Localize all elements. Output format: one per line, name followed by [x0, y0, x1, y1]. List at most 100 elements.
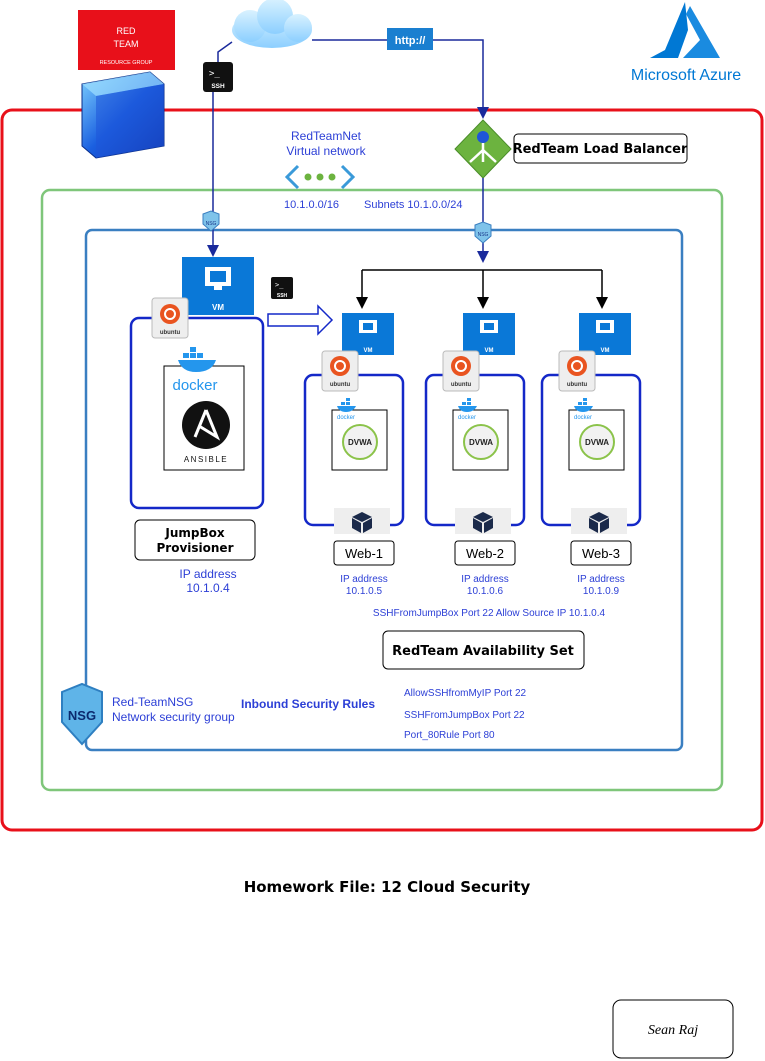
jumpbox-ip-label: IP address	[179, 567, 236, 581]
dvwa-label: DVWA	[585, 438, 609, 447]
nsg-badge-text: NSG	[206, 221, 217, 227]
package-icon	[571, 508, 627, 534]
vnet-subnet: Subnets 10.1.0.0/24	[364, 199, 462, 211]
ubuntu-label: ubuntu	[567, 382, 588, 388]
web-name-box	[570, 540, 632, 566]
web-name: Web-2	[466, 546, 504, 561]
web-ip-label: IP address	[340, 574, 388, 585]
nsg-name: Red-TeamNSG	[112, 695, 193, 709]
ssh-terminal-icon: >_ SSH	[203, 62, 233, 92]
package-icon	[334, 508, 390, 534]
azure-logo-label: Microsoft Azure	[631, 67, 741, 84]
resource-group-logo-line1: RED	[116, 26, 136, 36]
web-ip-value: 10.1.0.9	[583, 586, 620, 597]
jumpbox-container	[129, 316, 265, 510]
web-ip-value: 10.1.0.5	[346, 586, 383, 597]
ubuntu-label: ubuntu	[451, 382, 472, 388]
web-inner-box	[452, 409, 509, 471]
http-to-load-balancer-connector	[433, 39, 489, 119]
load-balancer-label: RedTeam Load Balancer	[513, 142, 688, 157]
jumpbox-title-line2: Provisioner	[157, 541, 234, 555]
web-vm-label: VM	[601, 348, 610, 354]
load-balancer-label-box	[513, 133, 688, 164]
vnet-boundary	[40, 188, 724, 792]
ubuntu-label: ubuntu	[160, 330, 181, 336]
nsg-shield-icon: NSG	[474, 221, 492, 244]
vnet-address-space: 10.1.0.0/16	[284, 199, 339, 211]
web-server-2: VM ubuntu docker DVWA Web-2 IP address 1…	[424, 313, 526, 597]
http-badge: http://	[387, 28, 433, 50]
jumpbox-ip-value: 10.1.0.4	[186, 581, 230, 595]
docker-icon: docker	[574, 398, 593, 421]
http-badge-label: http://	[395, 35, 426, 47]
internet-cloud-icon	[232, 0, 312, 48]
nsg-shield-icon: NSG	[61, 682, 103, 746]
nsg-shield-text: NSG	[68, 708, 96, 723]
jumpbox-title-line1: JumpBox	[164, 526, 224, 540]
azure-logo: Microsoft Azure	[631, 2, 741, 84]
ssh-badge-label: SSH	[211, 83, 225, 90]
nsg-type: Network security group	[112, 710, 235, 724]
nsg-rule: AllowSSHfromMyIP Port 22	[404, 688, 527, 699]
author-name: Sean Raj	[648, 1023, 698, 1038]
web-server-3: VM ubuntu docker DVWA Web-3 IP address 1…	[540, 313, 642, 597]
web-inner-box	[331, 409, 388, 471]
web-ip-label: IP address	[461, 574, 509, 585]
jumpbox-vm-icon: VM	[182, 257, 254, 315]
availability-set-box	[382, 630, 585, 670]
nsg-shield-icon: NSG	[202, 210, 220, 232]
web-name-box	[454, 540, 516, 566]
nsg-rule: Port_80Rule Port 80	[404, 730, 495, 741]
nsg-badge-text: NSG	[478, 232, 489, 238]
docker-label: docker	[172, 377, 217, 394]
web-server-1: VM ubuntu docker DVWA Web-1 IP address 1…	[303, 313, 405, 597]
subnet-boundary	[84, 228, 684, 752]
virtual-network-icon	[284, 164, 356, 190]
dvwa-icon: DVWA	[342, 424, 378, 460]
ubuntu-icon: ubuntu	[151, 297, 189, 339]
web-vm-label: VM	[364, 348, 373, 354]
jumpbox-ssh-badge: SSH	[277, 293, 288, 299]
ubuntu-icon: ubuntu	[442, 350, 480, 392]
docker-icon: docker	[172, 347, 218, 394]
resource-group-cube-icon	[81, 71, 165, 159]
web-name-box	[333, 540, 395, 566]
resource-group-logo: RED TEAM RESOURCE GROUP	[78, 10, 175, 70]
ubuntu-icon: ubuntu	[558, 350, 596, 392]
web-ip-value: 10.1.0.6	[467, 586, 504, 597]
nsg-rules-title: Inbound Security Rules	[241, 697, 375, 711]
dvwa-label: DVWA	[348, 438, 372, 447]
jumpbox-title-box	[134, 519, 256, 561]
resource-group-caption: RESOURCE GROUP	[100, 60, 153, 66]
docker-icon: docker	[458, 398, 477, 421]
ubuntu-icon: ubuntu	[321, 350, 359, 392]
web-vm-label: VM	[485, 348, 494, 354]
resource-group-logo-line2: TEAM	[113, 39, 138, 49]
docker-icon: docker	[337, 398, 356, 421]
docker-label: docker	[337, 415, 355, 421]
web-inner-box	[568, 409, 625, 471]
web-name: Web-1	[345, 546, 383, 561]
web-ip-label: IP address	[577, 574, 625, 585]
resource-group-boundary	[0, 108, 764, 832]
vnet-type: Virtual network	[286, 144, 366, 158]
nsg-rule: SSHFromJumpBox Port 22	[404, 710, 525, 721]
ubuntu-label: ubuntu	[330, 382, 351, 388]
dvwa-label: DVWA	[469, 438, 493, 447]
ssh-terminal-icon: >_ SSH	[271, 277, 293, 299]
ssh-rule-note: SSHFromJumpBox Port 22 Allow Source IP 1…	[373, 608, 606, 619]
jumpbox-vm-label: VM	[212, 303, 224, 312]
jumpbox-to-webs-arrow	[267, 304, 334, 336]
dvwa-icon: DVWA	[463, 424, 499, 460]
cloud-to-ssh-connector	[217, 41, 233, 62]
availability-set-label: RedTeam Availability Set	[392, 644, 574, 659]
svg-text:>_: >_	[275, 281, 284, 289]
footer-title: Homework File: 12 Cloud Security	[244, 878, 531, 896]
load-balancer-icon	[454, 119, 512, 179]
web-name: Web-3	[582, 546, 620, 561]
vnet-name: RedTeamNet	[291, 129, 362, 143]
ansible-label: ANSIBLE	[184, 455, 228, 464]
docker-label: docker	[574, 415, 592, 421]
svg-text:>_: >_	[209, 69, 220, 79]
package-icon	[455, 508, 511, 534]
